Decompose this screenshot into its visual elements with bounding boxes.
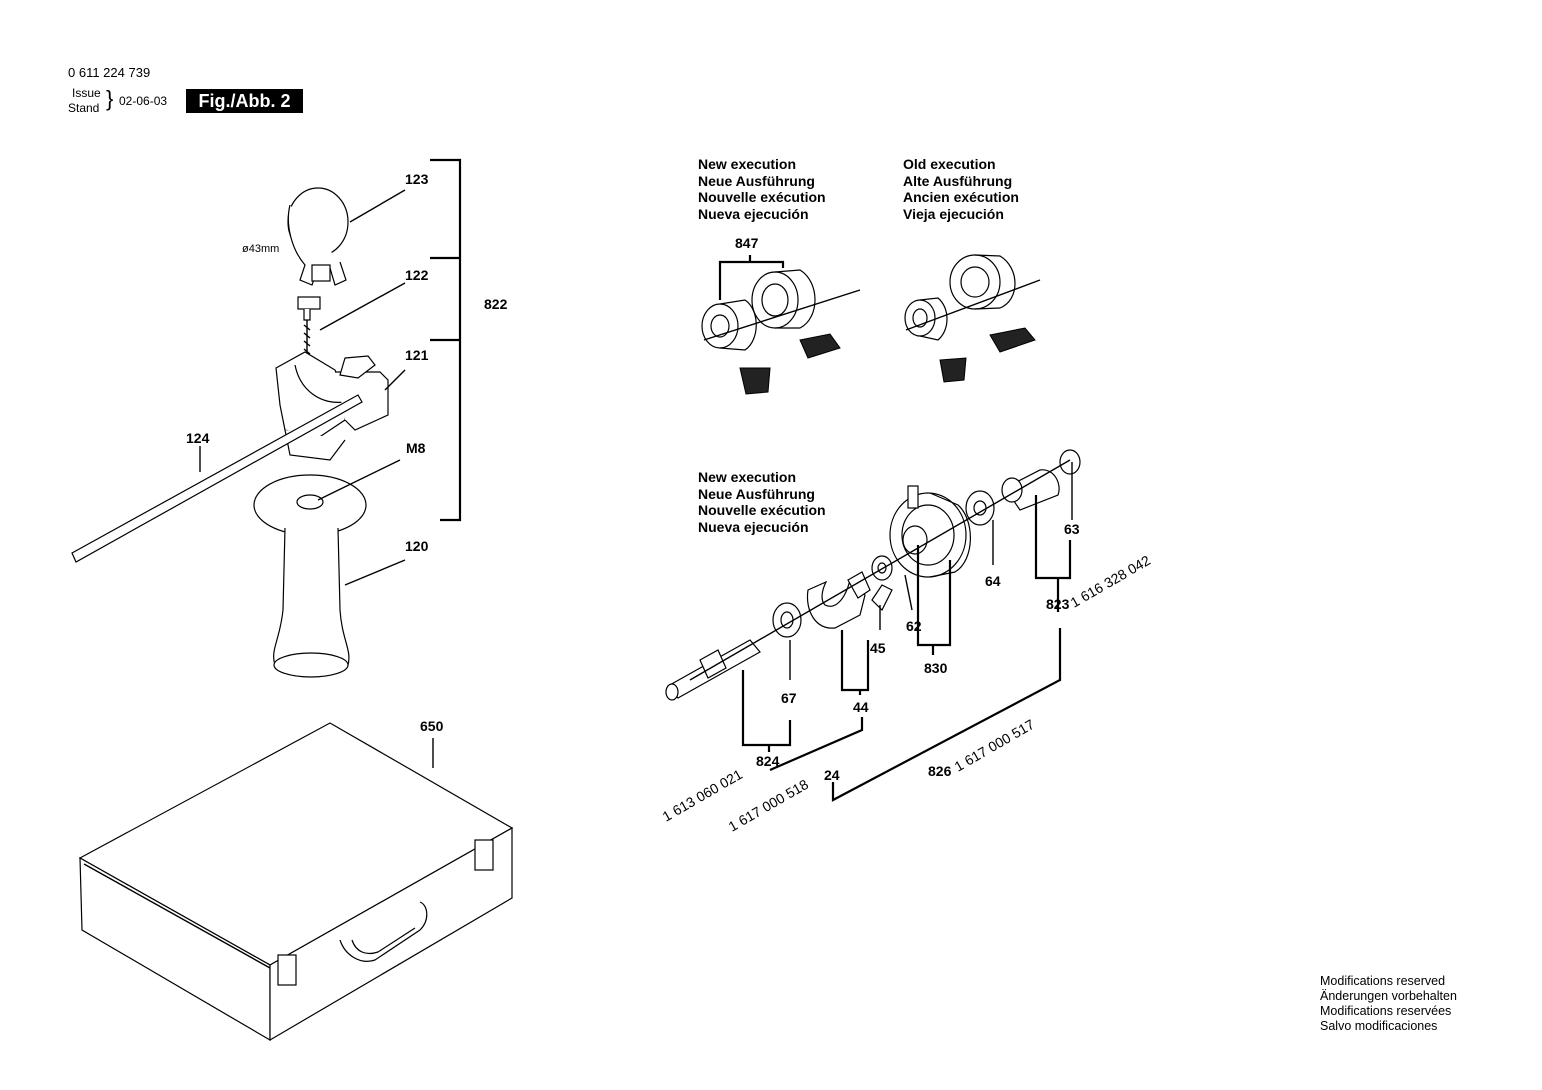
bracket-44	[840, 630, 870, 695]
depth-rod-drawing	[71, 394, 363, 563]
bracket-826	[831, 628, 1062, 802]
notice-line: Modifications reserved	[1320, 974, 1446, 988]
handle-drawing	[253, 474, 367, 678]
bracket-822	[430, 158, 462, 522]
leader-M8	[317, 459, 401, 501]
exec-line: New execution	[698, 156, 797, 172]
callout-830: 830	[924, 660, 948, 676]
callout-45: 45	[870, 640, 886, 656]
part-number: 0 611 224 739	[68, 65, 151, 80]
callout-824: 824	[756, 753, 780, 769]
figure-label: Fig./Abb. 2	[186, 89, 303, 113]
auxiliary-handle-assembly	[71, 187, 389, 678]
bracket-847	[718, 255, 785, 300]
leader-121	[384, 369, 406, 391]
bracket-823	[1034, 495, 1072, 612]
new-execution-block-bottom: New execution Neue Ausführung Nouvelle e…	[698, 469, 826, 535]
exec-line: New execution	[698, 469, 797, 485]
exec-line: Alte Ausführung	[903, 172, 1013, 189]
old-execution-bearings	[904, 254, 1041, 383]
notice-line: Änderungen vorbehalten	[1320, 989, 1457, 1003]
callout-822: 822	[484, 296, 508, 312]
exec-line: Nueva ejecución	[698, 518, 809, 535]
part-number-823: 1 616 328 042	[1068, 552, 1154, 611]
notice-line: Modifications reservées	[1320, 1004, 1452, 1018]
exec-line: Vieja ejecución	[903, 205, 1004, 222]
leader-123	[349, 189, 406, 223]
leader-122	[319, 282, 406, 331]
exec-line: Nueva ejecución	[698, 205, 809, 222]
callout-67: 67	[781, 690, 797, 706]
callout-62: 62	[906, 618, 922, 634]
issue-brace: }	[106, 86, 114, 111]
clamp-band-drawing	[287, 187, 349, 286]
part-number-826: 1 617 000 517	[952, 716, 1038, 775]
notice-line: Salvo modificaciones	[1320, 1019, 1438, 1033]
bracket-24	[769, 717, 864, 772]
exec-line: Nouvelle exécution	[698, 189, 826, 205]
bolt-drawing	[297, 296, 321, 362]
callout-123: 123	[405, 171, 429, 187]
callout-M8: M8	[406, 440, 426, 456]
callout-650: 650	[420, 718, 444, 734]
issue-label: Issue	[72, 86, 101, 100]
bracket-824	[741, 670, 792, 752]
exec-line: Old execution	[903, 156, 996, 172]
callout-124: 124	[186, 430, 210, 446]
stand-label: Stand	[68, 101, 100, 115]
callout-24: 24	[824, 767, 840, 783]
gear-assembly-drawing	[665, 449, 1081, 701]
new-execution-block-top: New execution Neue Ausführung Nouvelle e…	[698, 156, 826, 222]
exec-line: Ancien exécution	[903, 189, 1019, 205]
bracket-830	[916, 545, 952, 655]
issue-date: 02-06-03	[119, 94, 168, 108]
callout-823: 823	[1046, 596, 1070, 612]
old-execution-block: Old execution Alte Ausführung Ancien exé…	[903, 156, 1019, 222]
part-number-24: 1 617 000 518	[726, 776, 812, 835]
callout-826: 826	[928, 763, 952, 779]
carrying-case-drawing	[78, 722, 514, 1042]
callout-diameter: ø43mm	[242, 243, 279, 255]
callout-44: 44	[853, 699, 869, 715]
exec-line: Neue Ausführung	[698, 172, 815, 189]
exec-line: Nouvelle exécution	[698, 502, 826, 518]
callout-120: 120	[405, 538, 429, 554]
new-execution-bearings: 847	[701, 235, 861, 395]
clamp-body-drawing	[275, 351, 389, 461]
callout-63: 63	[1064, 521, 1080, 537]
callout-121: 121	[405, 347, 429, 363]
modifications-notice: Modifications reserved Änderungen vorbeh…	[1320, 974, 1457, 1034]
callout-847: 847	[735, 235, 759, 251]
exec-line: Neue Ausführung	[698, 485, 815, 502]
callout-64: 64	[985, 573, 1001, 589]
leader-62	[904, 574, 913, 611]
leader-120	[344, 559, 406, 586]
callout-122: 122	[405, 267, 429, 283]
